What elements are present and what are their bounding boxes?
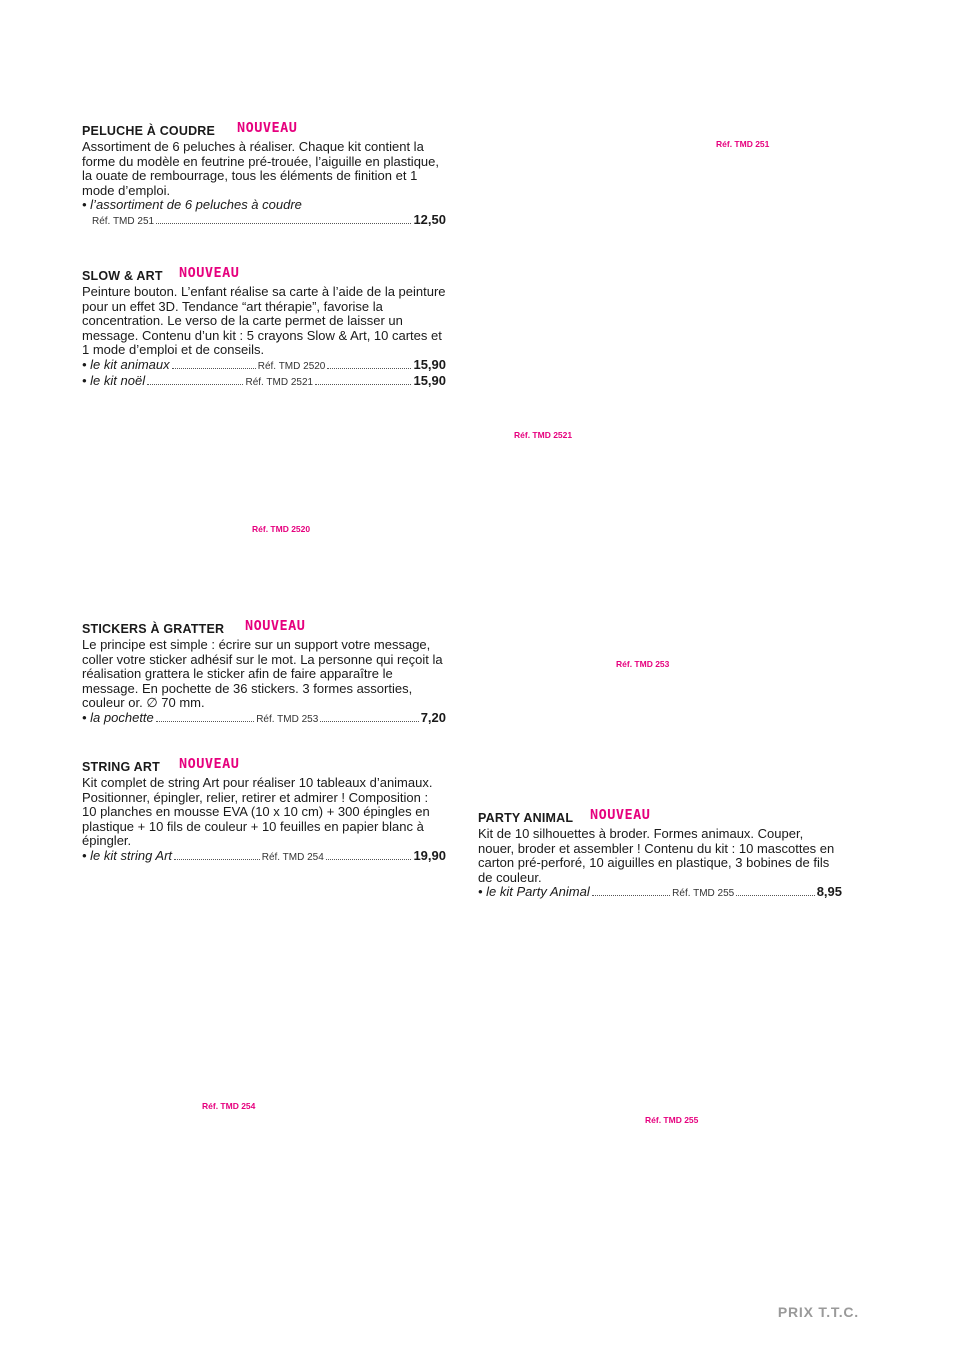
product-description: Kit complet de string Art pour réaliser …	[82, 775, 433, 848]
product-ref: Réf. TMD 255	[672, 888, 735, 899]
product-ref: Réf. TMD 251	[92, 215, 155, 227]
variant-label: • la pochette	[82, 709, 154, 725]
new-badge: NOUVEAU	[179, 264, 240, 281]
variant-label: • le kit animaux	[82, 356, 170, 372]
dot-leader	[325, 858, 412, 860]
product-title: STICKERS À GRATTER	[82, 621, 225, 636]
dot-leader	[171, 367, 256, 369]
product-party-animal: PARTY ANIMAL NOUVEAU Kit de 10 silhouett…	[478, 806, 842, 902]
variant-price: 15,90	[413, 373, 447, 388]
new-badge: NOUVEAU	[179, 755, 240, 772]
product-description: Le principe est simple : écrire sur un s…	[82, 637, 443, 710]
dot-leader	[327, 367, 412, 369]
image-ref-label: Réf. TMD 253	[616, 659, 670, 669]
variant-label: • le kit string Art	[82, 847, 173, 863]
dot-leader	[155, 720, 255, 722]
product-title-row: STRING ART NOUVEAU	[82, 755, 446, 776]
product-price: 12,50	[413, 211, 446, 227]
product-price: 7,20	[420, 709, 446, 725]
product-title: PARTY ANIMAL	[478, 810, 574, 825]
product-stickers: STICKERS À GRATTER NOUVEAU Le principe e…	[82, 617, 446, 728]
product-price: 19,90	[413, 847, 446, 863]
image-ref-label: Réf. TMD 2521	[514, 430, 573, 440]
image-ref-label: Réf. TMD 255	[645, 1115, 699, 1125]
product-title: PELUCHE À COUDRE	[82, 123, 216, 138]
price-note-footer: PRIX T.T.C.	[777, 1304, 859, 1320]
price-line: • la pochette Réf. TMD 253 7,20	[82, 709, 446, 728]
variant-line: • l’assortiment de 6 peluches à coudre	[82, 197, 446, 213]
image-ref-label: Réf. TMD 254	[202, 1101, 256, 1111]
variant-ref: Réf. TMD 2520	[257, 360, 326, 372]
variant-line: • le kit noël Réf. TMD 2521 15,90	[82, 373, 447, 391]
image-ref-label: Réf. TMD 2520	[252, 524, 311, 534]
variant-label: • le kit noël	[82, 373, 146, 388]
variant-ref: Réf. TMD 2521	[245, 377, 314, 388]
product-ref: Réf. TMD 253	[256, 713, 319, 725]
dot-leader	[591, 895, 671, 896]
dot-leader	[156, 222, 412, 224]
product-peluche: PELUCHE À COUDRE NOUVEAU Assortiment de …	[82, 119, 446, 230]
dot-leader	[315, 384, 412, 385]
dot-leader	[147, 384, 244, 385]
product-title: SLOW & ART	[82, 268, 163, 283]
product-title: STRING ART	[82, 759, 160, 774]
new-badge: NOUVEAU	[245, 617, 306, 634]
dot-leader	[320, 720, 419, 722]
product-title-row: STICKERS À GRATTER NOUVEAU	[82, 617, 446, 638]
variant-line: • le kit animaux Réf. TMD 2520 15,90	[82, 356, 447, 375]
new-badge: NOUVEAU	[237, 119, 298, 136]
variant-price: 15,90	[413, 356, 447, 372]
price-line: • le kit Party Animal Réf. TMD 255 8,95	[478, 884, 842, 902]
variant-label: • le kit Party Animal	[478, 884, 590, 899]
image-ref-label: Réf. TMD 251	[716, 139, 770, 149]
variant-label: • l’assortiment de 6 peluches à coudre	[82, 197, 302, 212]
product-description: Peinture bouton. L’enfant réalise sa car…	[82, 284, 446, 357]
product-title-row: SLOW & ART NOUVEAU	[82, 264, 446, 285]
product-ref: Réf. TMD 254	[261, 851, 324, 863]
product-description: Assortiment de 6 peluches à réaliser. Ch…	[82, 139, 439, 198]
product-price: 8,95	[816, 884, 842, 899]
product-title-row: PARTY ANIMAL NOUVEAU	[478, 806, 842, 827]
product-title-row: PELUCHE À COUDRE NOUVEAU	[82, 119, 446, 140]
dot-leader	[174, 858, 260, 860]
price-line: Réf. TMD 251 12,50	[82, 211, 446, 230]
price-line: • le kit string Art Réf. TMD 254 19,90	[82, 847, 446, 866]
product-description: Kit de 10 silhouettes à broder. Formes a…	[478, 826, 835, 885]
dot-leader	[736, 895, 815, 896]
new-badge: NOUVEAU	[590, 806, 651, 823]
product-slow-art: SLOW & ART NOUVEAU Peinture bouton. L’en…	[82, 264, 447, 391]
product-string-art: STRING ART NOUVEAU Kit complet de string…	[82, 755, 446, 866]
